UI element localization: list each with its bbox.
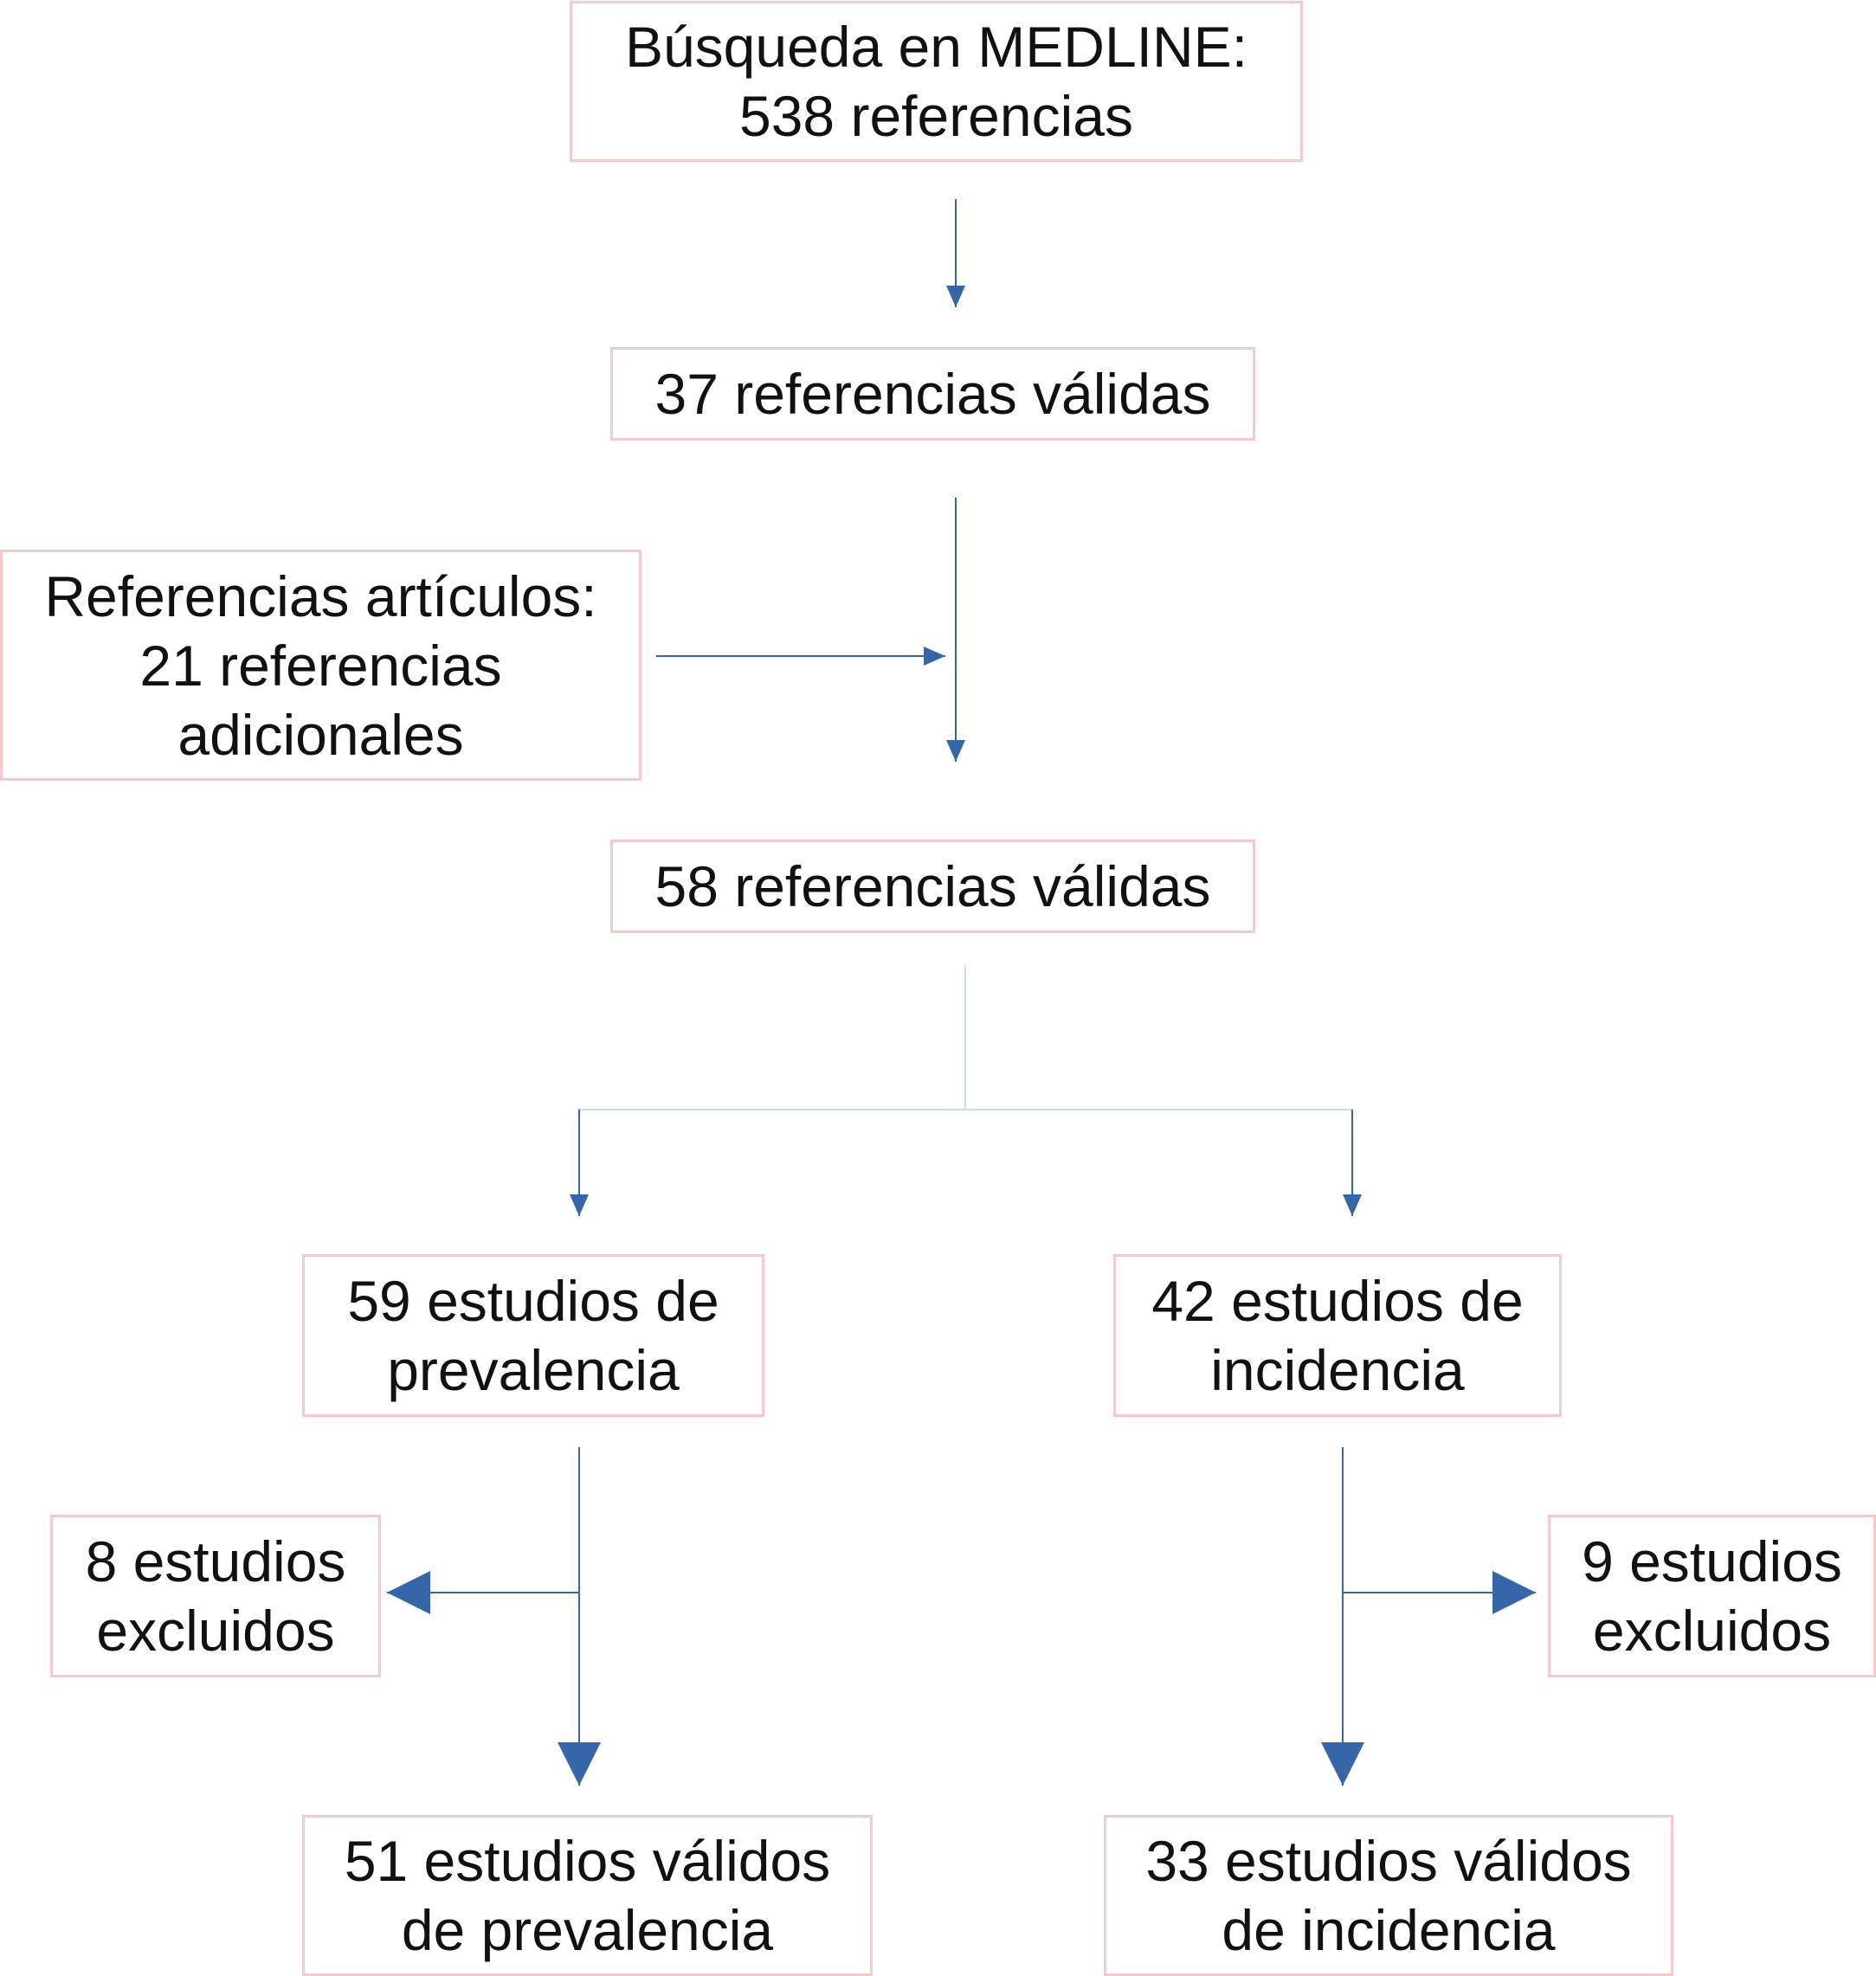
- box-prevalence-studies-line1: 59 estudios de: [347, 1269, 719, 1333]
- box-article-references-line1: Referencias artículos:: [44, 563, 597, 628]
- box-valid-incidence: 33 estudios válidos de incidencia: [1104, 1815, 1673, 1976]
- box-article-references-line2: 21 referencias: [139, 633, 502, 698]
- box-58-valid-references-line1: 58 referencias válidas: [654, 854, 1211, 918]
- box-prevalence-studies-line2: prevalencia: [387, 1338, 680, 1402]
- box-prevalence-studies: 59 estudios de prevalencia: [302, 1254, 764, 1417]
- box-incidence-studies-line2: incidencia: [1210, 1338, 1465, 1402]
- box-valid-incidence-line2: de incidencia: [1222, 1898, 1556, 1962]
- box-valid-prevalence: 51 estudios válidos de prevalencia: [302, 1815, 873, 1976]
- box-excluded-incidence-line1: 9 estudios: [1582, 1529, 1842, 1593]
- box-excluded-incidence: 9 estudios excluidos: [1548, 1515, 1876, 1677]
- box-37-valid-references: 37 referencias válidas: [610, 347, 1255, 441]
- box-excluded-prevalence: 8 estudios excluidos: [50, 1515, 381, 1677]
- box-58-valid-references: 58 referencias válidas: [610, 840, 1255, 933]
- box-incidence-studies-line1: 42 estudios de: [1151, 1269, 1524, 1333]
- box-valid-prevalence-line1: 51 estudios válidos: [344, 1829, 831, 1893]
- box-medline-search-line2: 538 referencias: [739, 84, 1133, 148]
- box-incidence-studies: 42 estudios de incidencia: [1113, 1254, 1562, 1417]
- box-37-valid-references-line1: 37 referencias válidas: [654, 362, 1211, 426]
- box-medline-search-line1: Búsqueda en MEDLINE:: [624, 15, 1248, 79]
- box-excluded-prevalence-line2: excluidos: [96, 1599, 335, 1663]
- box-excluded-prevalence-line1: 8 estudios: [85, 1529, 346, 1593]
- box-medline-search: Búsqueda en MEDLINE: 538 referencias: [570, 1, 1303, 162]
- box-valid-incidence-line1: 33 estudios válidos: [1145, 1829, 1632, 1893]
- box-article-references: Referencias artículos: 21 referencias ad…: [0, 550, 641, 781]
- box-excluded-incidence-line2: excluidos: [1592, 1599, 1832, 1663]
- box-valid-prevalence-line2: de prevalencia: [401, 1898, 774, 1962]
- box-article-references-line3: adicionales: [177, 702, 464, 767]
